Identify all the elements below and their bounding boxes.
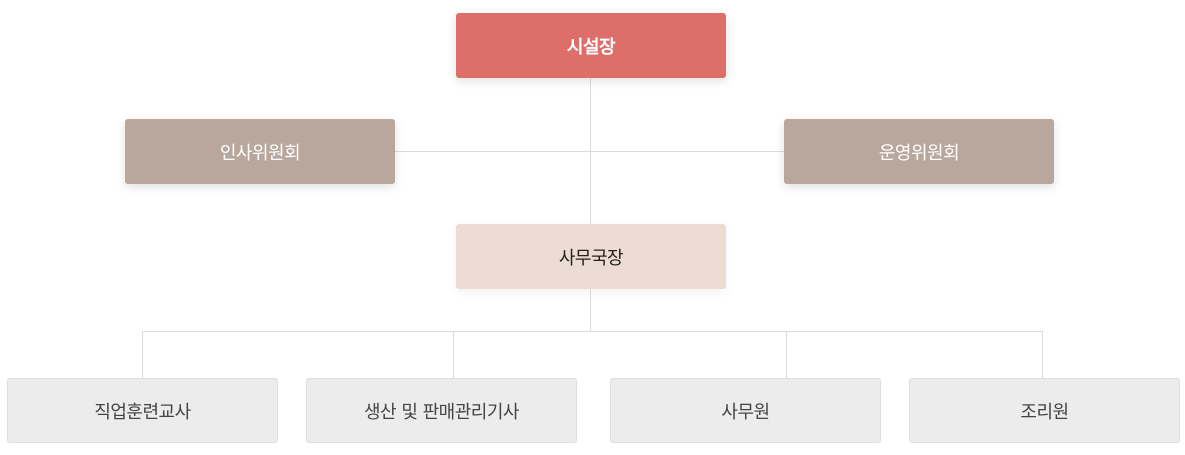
connector-staff-1 xyxy=(142,331,143,378)
node-staff-label: 조리원 xyxy=(1020,401,1069,423)
connector-staff-4 xyxy=(1042,331,1043,378)
node-staff-production-manager: 생산 및 판매관리기사 xyxy=(306,378,577,443)
node-staff-label: 생산 및 판매관리기사 xyxy=(364,401,519,423)
connector-staff-3 xyxy=(786,331,787,378)
node-staff-clerk: 사무원 xyxy=(610,378,881,443)
node-staff-cook: 조리원 xyxy=(909,378,1180,443)
node-committee-operations: 운영위원회 xyxy=(784,119,1054,184)
connector-committees xyxy=(395,151,784,152)
connector-staff-2 xyxy=(453,331,454,378)
node-staff-label: 직업훈련교사 xyxy=(94,401,191,423)
node-head: 시설장 xyxy=(456,13,726,78)
connector-director-to-staff xyxy=(590,289,591,331)
node-staff-label: 사무원 xyxy=(721,401,770,423)
connector-staff-bus xyxy=(142,331,1043,332)
node-committee-operations-label: 운영위원회 xyxy=(878,142,960,164)
node-committee-personnel-label: 인사위원회 xyxy=(219,142,301,164)
node-head-label: 시설장 xyxy=(566,36,616,58)
node-committee-personnel: 인사위원회 xyxy=(125,119,395,184)
node-director: 사무국장 xyxy=(456,224,726,289)
node-director-label: 사무국장 xyxy=(558,247,624,269)
node-staff-vocational-teacher: 직업훈련교사 xyxy=(7,378,278,443)
